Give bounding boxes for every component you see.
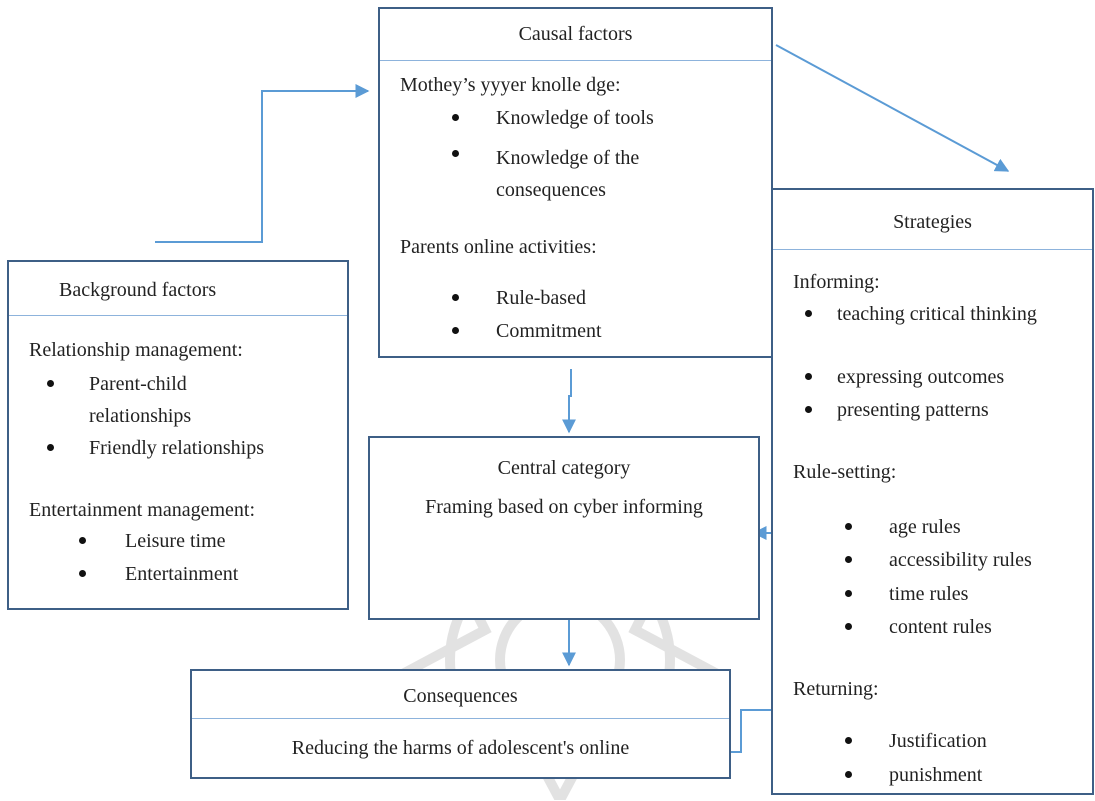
arrow-causal-to-central [562,369,576,434]
strategies-item: accessibility rules [889,549,1032,571]
strategies-item: Justification [889,730,987,752]
bullet [805,373,812,380]
causal-item: Knowledge of the consequences [496,147,640,201]
bullet [845,523,852,530]
bullet [79,537,86,544]
background-item: Entertainment [125,563,239,585]
causal-item: Rule-based [496,287,586,309]
background-factors-title: Background factors [59,279,217,301]
strategies-divider [773,249,1092,250]
background-heading-relationship: Relationship management: [29,339,243,361]
central-category-box: Central category Framing based on cyber … [368,436,760,620]
background-item: Parent-child relationships [89,373,192,427]
causal-factors-title: Causal factors [518,23,633,45]
strategies-item: presenting patterns [837,399,989,421]
background-item: Leisure time [125,530,226,552]
bullet [79,570,86,577]
causal-item: Knowledge of tools [496,107,654,129]
central-category-text: Framing based on cyber informing [425,496,703,518]
causal-factors-box: Causal factors Mothey’s yyyer knolle dge… [378,7,773,358]
bullet [845,590,852,597]
causal-heading-knowledge: Mothey’s yyyer knolle dge: [400,74,621,96]
strategies-heading-informing: Informing: [793,271,880,293]
bullet [452,294,459,301]
consequences-title: Consequences [403,685,518,707]
strategies-box: Strategies Informing: teaching critical … [771,188,1094,795]
bullet [452,327,459,334]
arrow-background-to-causal [155,84,370,243]
strategies-item: expressing outcomes [837,366,1005,388]
bullet [845,771,852,778]
arrow-causal-to-strategies [775,44,1010,172]
consequences-box: Consequences Reducing the harms of adole… [190,669,731,779]
strategies-item: time rules [889,583,969,605]
connector-strategies-to-consequences [731,709,776,753]
strategies-title: Strategies [893,211,972,233]
causal-divider [380,60,771,61]
causal-heading-activities: Parents online activities: [400,236,597,258]
strategies-item: age rules [889,516,961,538]
bullet [452,150,459,157]
bullet [845,737,852,744]
causal-item: Commitment [496,320,602,342]
background-factors-box: Background factors Relationship manageme… [7,260,349,610]
bullet [805,310,812,317]
strategies-item: teaching critical thinking [837,303,1037,325]
bullet [452,114,459,121]
bullet [845,623,852,630]
central-category-title: Central category [497,457,631,479]
background-heading-entertainment: Entertainment management: [29,499,256,521]
strategies-item: punishment [889,764,983,786]
strategies-item: content rules [889,616,992,638]
background-item: Friendly relationships [89,437,264,459]
strategies-heading-returning: Returning: [793,678,879,700]
bullet [47,444,54,451]
consequences-text: Reducing the harms of adolescent's onlin… [291,737,630,759]
bullet [845,556,852,563]
strategies-heading-rule-setting: Rule-setting: [793,461,897,483]
bullet [47,380,54,387]
bullet [805,406,812,413]
consequences-divider [192,718,729,719]
background-divider [9,315,347,316]
